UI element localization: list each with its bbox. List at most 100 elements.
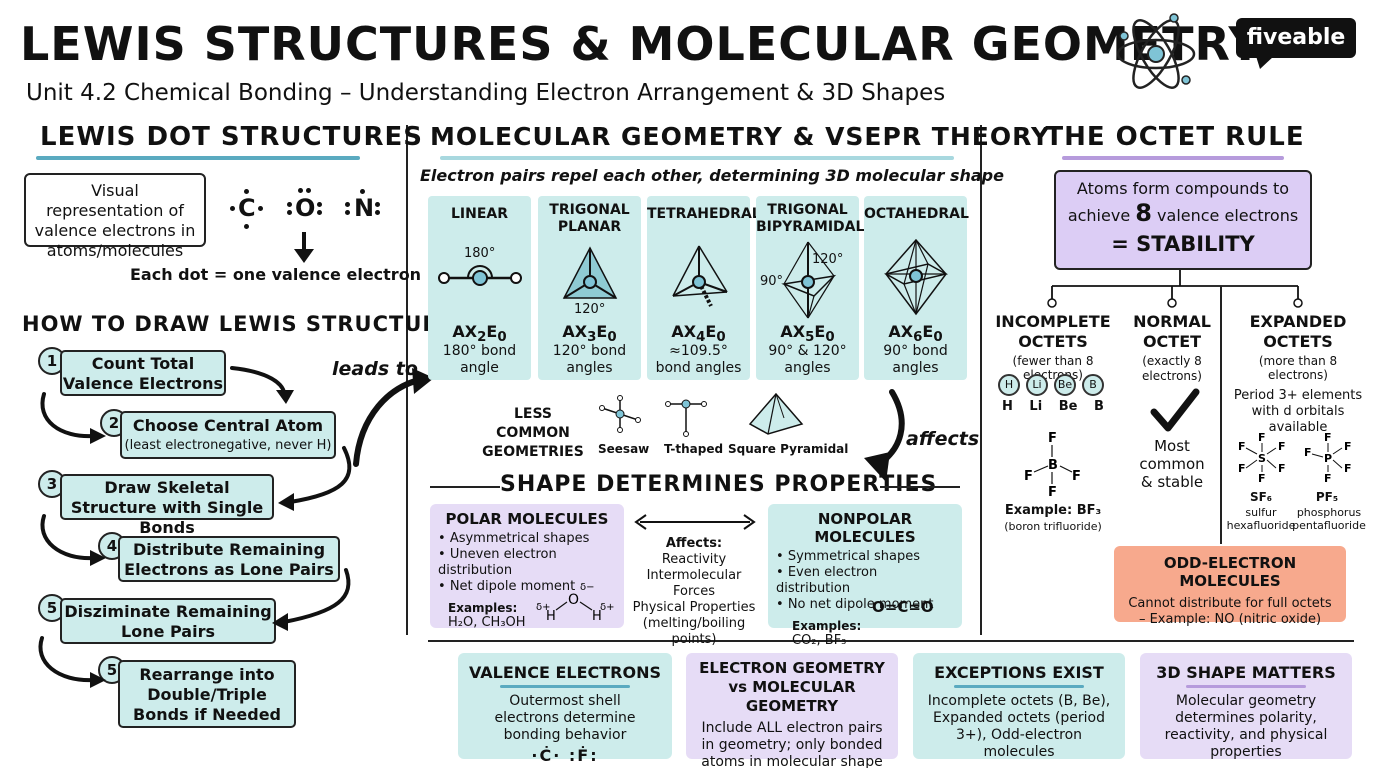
bipyramidal-angle-label-1: 120° (812, 252, 844, 267)
octet-heading-underline (1062, 156, 1284, 160)
column-divider-left (406, 125, 408, 635)
bf3-structure-icon: F B F F F (1024, 431, 1081, 500)
svg-text:δ+: δ+ (600, 602, 615, 613)
polar-bullet: • Net dipole moment (438, 579, 576, 594)
bipyramidal-angle-label-2: 90° (760, 274, 784, 289)
svg-text:P: P (1324, 452, 1332, 465)
geometry-formula: AX2E0 (452, 322, 507, 346)
square-pyramidal-label: Square Pyramidal (728, 442, 849, 456)
polar-card: POLAR MOLECULES • Asymmetrical shapes • … (430, 504, 624, 630)
step-2-label: Choose Central Atom (132, 416, 324, 435)
summary-underline (954, 685, 1084, 688)
step-6: Rearrange into Double/Triple Bonds if Ne… (118, 660, 296, 728)
fiveable-logo[interactable]: fiveable (1236, 18, 1356, 58)
geometry-name: TRIGONAL PLANAR (549, 202, 630, 235)
octet-column-divider (1220, 286, 1222, 544)
svg-text:F: F (1072, 469, 1081, 484)
svg-text:F: F (1324, 431, 1332, 444)
step-1: Count Total Valence Electrons (60, 350, 226, 396)
svg-text:δ−: δ− (580, 582, 595, 593)
odd-title: ODD-ELECTRON MOLECULES (1163, 554, 1297, 590)
svg-text:F: F (1238, 440, 1246, 453)
tetrahedral-geometry-icon (672, 245, 728, 307)
normal-sub: (exactly 8 electrons) (1142, 354, 1202, 383)
summary-title: 3D SHAPE MATTERS (1156, 663, 1336, 682)
svg-text:F: F (1278, 462, 1286, 475)
step-flow-arrows (38, 366, 352, 688)
geometry-angle: 90° bond angles (883, 343, 948, 376)
step-4-label: Distribute Remaining Electrons as Lone P… (124, 540, 334, 579)
svg-text:F: F (1278, 440, 1286, 453)
summary-title: ELECTRON GEOMETRY vs MOLECULAR GEOMETRY (699, 659, 885, 715)
svg-text:F: F (1344, 462, 1352, 475)
geometry-card-trigonal-planar: TRIGONAL PLANAR 120° AX3E0 120° bond ang… (538, 196, 641, 380)
dot-caption: Each dot = one valence electron (130, 265, 422, 284)
t-shaped-label: T-thaped (664, 442, 724, 456)
octet-main-box: Atoms form compounds to achieve 8 valenc… (1054, 170, 1312, 270)
lewis-atom-o: O (282, 186, 326, 230)
step-6-label: Rearrange into Double/Triple Bonds if Ne… (133, 665, 281, 724)
octet-line-1: Atoms form compounds to (1076, 179, 1290, 198)
atom-be: Be (1054, 374, 1076, 396)
step-1-label: Count Total Valence Electrons (62, 354, 224, 393)
step-5-label: Disziminate Remaining Lone Pairs (64, 602, 272, 641)
svg-text:B: B (1048, 458, 1058, 473)
atom-icon (1116, 13, 1196, 89)
vsepr-heading: MOLECULAR GEOMETRY & VSEPR THEORY (430, 122, 1051, 151)
summary-body: Molecular geometry determines polarity, … (1164, 693, 1328, 760)
properties-rule-right (880, 486, 960, 488)
svg-text:S: S (1258, 452, 1266, 465)
polar-bullet: • Uneven electron distribution (438, 547, 557, 578)
polar-bullets: • Asymmetrical shapes • Uneven electron … (438, 531, 616, 595)
logo-text: fiveable (1246, 25, 1346, 50)
affects-title: Affects: (665, 536, 723, 551)
step-5: Disziminate Remaining Lone Pairs (60, 598, 276, 644)
geometry-formula: AX4E0 (671, 322, 726, 346)
nonpolar-bullet: • Symmetrical shapes (776, 549, 920, 564)
svg-text:F: F (1304, 446, 1312, 459)
geometry-card-trigonal-bipyramidal: TRIGONAL BIPYRAMIDAL 120° 90° AX5E0 90° … (756, 196, 864, 380)
affects-item: Intermolecular Forces (646, 568, 742, 599)
nonpolar-bullet: • No net dipole moment (776, 597, 934, 612)
sf6-label: SF₆ (1249, 490, 1273, 504)
octet-tree-lines (1047, 270, 1303, 308)
down-arrow-icon (294, 232, 314, 263)
step-2: Choose Central Atom (least electronegati… (120, 411, 336, 459)
affects-item: Physical Properties (632, 600, 756, 615)
less-common-label: LESS COMMON GEOMETRIES (482, 406, 584, 460)
step-3-label: Draw Skeletal Structure with Single Bond… (70, 478, 264, 537)
sf6-name: sulfur hexafluoride (1226, 506, 1296, 532)
normal-desc: Most common & stable (1139, 437, 1205, 491)
nonpolar-examples: CO₂, BF₃ (792, 633, 847, 648)
polar-bullet: • Asymmetrical shapes (438, 531, 590, 546)
nonpolar-bullet: • Even electron distribution (776, 565, 878, 596)
incomplete-example: Example: BF₃ (1004, 503, 1102, 518)
logo-tail-icon (1256, 56, 1274, 69)
t-shaped-geometry-icon (665, 399, 707, 437)
lewis-definition-box: Visual representation of valence electro… (24, 173, 206, 260)
svg-text:F: F (1258, 431, 1266, 444)
affects-box: Affects: Reactivity Intermolecular Force… (624, 536, 764, 648)
summary-body: Outermost shell electrons determine bond… (494, 693, 636, 743)
lewis-atom-c: C (224, 186, 268, 230)
octet-line-2: achieve 8 valence electrons (1067, 199, 1299, 227)
svg-text:H: H (546, 609, 556, 624)
pf5-label: PF₅ (1315, 490, 1339, 504)
affects-arrow-icon (864, 389, 905, 482)
geometry-card-octahedral: OCTAHEDRAL AX6E0 90° bond angles (864, 196, 969, 380)
linear-angle-label: 180° (464, 246, 496, 261)
lewis-heading: LEWIS DOT STRUCTURES (40, 122, 423, 152)
geometry-angle: 180° bond angle (442, 343, 517, 376)
summary-divider (428, 640, 1354, 642)
svg-text:F: F (1048, 431, 1057, 446)
summary-underline (1186, 685, 1306, 688)
leads-to-arrow-icon (353, 368, 434, 467)
affects-label: affects (906, 428, 980, 450)
lewis-heading-underline (36, 156, 360, 160)
howto-heading: HOW TO DRAW LEWIS STRUCTURES (22, 312, 472, 336)
vsepr-tagline: Electron pairs repel each other, determi… (420, 166, 1004, 185)
svg-text:F: F (1258, 472, 1266, 482)
svg-text:F: F (1344, 440, 1352, 453)
